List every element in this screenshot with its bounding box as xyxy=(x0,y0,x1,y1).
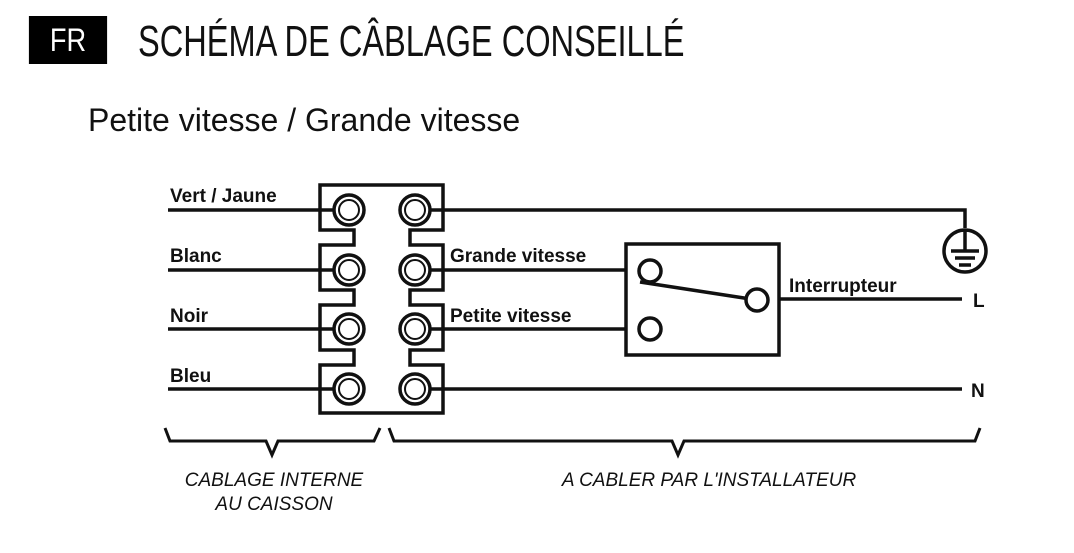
wire-label-green-yellow: Vert / Jaune xyxy=(170,186,277,207)
brace-internal xyxy=(163,427,382,459)
caption-installer: A CABLER PAR L'INSTALLATEUR xyxy=(561,470,857,491)
internal-wires xyxy=(168,208,334,391)
two-way-switch-icon xyxy=(624,242,781,357)
page-title: SCHÉMA DE CÂBLAGE CONSEILLÉ xyxy=(138,17,685,66)
switch-label: Interrupteur xyxy=(789,276,897,297)
caption-internal-line1: CABLAGE INTERNE xyxy=(185,470,364,491)
brace-installer xyxy=(387,427,982,459)
wire-label-high-speed: Grande vitesse xyxy=(450,246,586,267)
earth-ground-icon xyxy=(942,228,988,274)
wire-label-white: Blanc xyxy=(170,246,222,267)
wire-label-blue: Bleu xyxy=(170,366,211,387)
language-badge: FR xyxy=(28,16,108,64)
terminal-block xyxy=(318,183,445,415)
caption-internal-line2: AU CAISSON xyxy=(214,494,332,515)
screw-terminal-icon xyxy=(332,193,432,406)
wire-label-black: Noir xyxy=(170,306,209,327)
wire-label-low-speed: Petite vitesse xyxy=(450,306,571,327)
installer-wires xyxy=(430,208,967,391)
neutral-label: N xyxy=(971,381,985,402)
live-label: L xyxy=(973,291,985,312)
page-subtitle: Petite vitesse / Grande vitesse xyxy=(88,102,521,138)
